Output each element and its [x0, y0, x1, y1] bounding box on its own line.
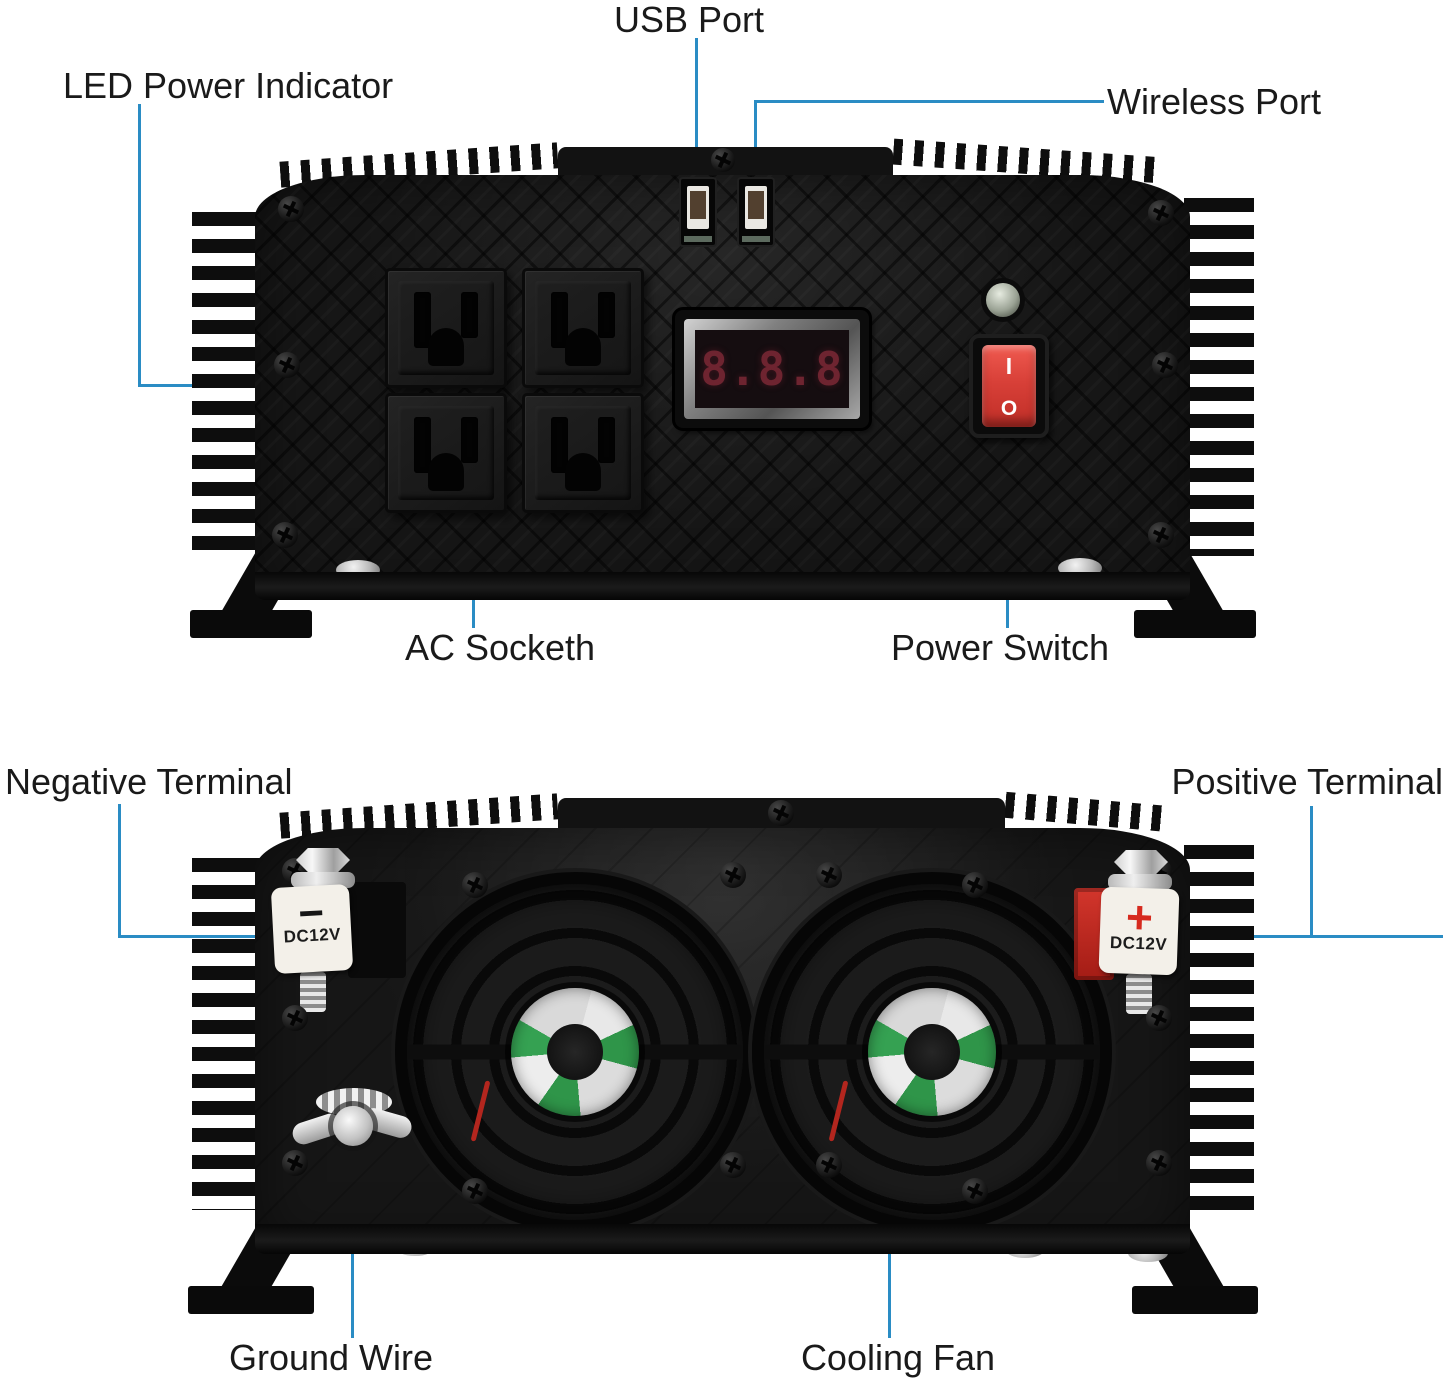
outlet-face — [398, 281, 494, 375]
outlet-face — [535, 281, 631, 375]
terminal-washer — [1108, 874, 1172, 890]
ac-outlet-1 — [385, 268, 507, 388]
seven-segment-digits: 8.8.8 — [700, 342, 844, 396]
wireless-port-callout-line-h — [756, 100, 1104, 103]
led-power-indicator — [986, 283, 1020, 317]
heatsink-fins-right — [1184, 198, 1254, 556]
power-switch: I O — [969, 334, 1049, 438]
switch-off-symbol: O — [1000, 397, 1018, 420]
ac-socket-label: AC Socketh — [404, 627, 596, 668]
usb-port-1 — [679, 177, 717, 247]
bottom-rail — [255, 1224, 1190, 1254]
usb-port-callout-line — [695, 38, 698, 200]
heatsink-fins-left — [192, 858, 262, 1210]
inverter-rear-view: − DC12V + DC12V — [0, 700, 1445, 1388]
positive-terminal-label: Positive Terminal — [1171, 761, 1443, 802]
inverter-front-view: 8.8.8 I O — [0, 0, 1445, 700]
heatsink-fins-right — [1184, 845, 1254, 1213]
cooling-fan-right — [752, 872, 1112, 1232]
terminal-stud — [1126, 974, 1152, 1014]
fan-hub-center — [547, 1024, 603, 1080]
mounting-foot-right — [1132, 1286, 1258, 1314]
phillips-screw-icon — [962, 1178, 988, 1204]
outlet-face — [535, 406, 631, 500]
phillips-screw-icon — [462, 872, 488, 898]
fan-hub — [511, 988, 639, 1116]
positive-polarity-mark: + — [1125, 890, 1154, 944]
led-indicator-callout-line-v — [138, 104, 141, 386]
terminal-washer — [291, 872, 355, 888]
phillips-screw-icon — [711, 148, 735, 172]
phillips-screw-icon — [1148, 200, 1174, 226]
phillips-screw-icon — [1152, 352, 1178, 378]
phillips-screw-icon — [962, 872, 988, 898]
power-switch-rocker: I O — [982, 345, 1036, 427]
mounting-foot-right — [1134, 610, 1256, 638]
phillips-screw-icon — [720, 862, 746, 888]
negative-terminal: − DC12V — [270, 884, 354, 974]
usb-contacts — [690, 191, 706, 219]
positive-terminal-callout-line-h — [1176, 935, 1443, 938]
ground-wire-label: Ground Wire — [228, 1337, 434, 1378]
fan-hub — [868, 988, 996, 1116]
heatsink-fins-left — [192, 212, 262, 563]
phillips-screw-icon — [1148, 522, 1174, 548]
voltage-display: 8.8.8 — [675, 310, 869, 428]
phillips-screw-icon — [1146, 1005, 1172, 1031]
terminal-nut — [296, 848, 350, 872]
usb-port-2 — [737, 177, 775, 247]
outlet-face — [398, 406, 494, 500]
phillips-screw-icon — [282, 1150, 308, 1176]
positive-voltage-text: DC12V — [1109, 932, 1168, 954]
fan-hub-center — [904, 1024, 960, 1080]
ground-wingnut — [333, 1106, 373, 1146]
power-switch-label: Power Switch — [890, 627, 1110, 668]
mounting-foot-left — [190, 610, 312, 638]
ac-outlet-3 — [385, 393, 507, 513]
led-power-indicator-label: LED Power Indicator — [63, 65, 394, 106]
cooling-fan-left — [395, 872, 755, 1232]
positive-terminal: + DC12V — [1098, 886, 1180, 976]
negative-terminal-backing — [348, 882, 406, 978]
wireless-port-label: Wireless Port — [1107, 81, 1322, 122]
bottom-rail — [255, 572, 1190, 600]
terminal-nut — [1114, 850, 1168, 874]
cooling-fan-label: Cooling Fan — [800, 1337, 996, 1378]
negative-polarity-mark: − — [297, 888, 326, 939]
heatsink-teeth-top-right — [1004, 791, 1171, 833]
phillips-screw-icon — [272, 522, 298, 548]
negative-voltage-text: DC12V — [283, 924, 342, 947]
negative-terminal-callout-line-v — [118, 804, 121, 938]
switch-on-symbol: I — [1005, 353, 1013, 379]
phillips-screw-icon — [720, 1152, 746, 1178]
phillips-screw-icon — [274, 352, 300, 378]
phillips-screw-icon — [278, 196, 304, 222]
ac-outlet-2 — [522, 268, 644, 388]
usb-port-label: USB Port — [614, 0, 765, 40]
mounting-foot-left — [188, 1286, 314, 1314]
phillips-screw-icon — [1146, 1150, 1172, 1176]
display-screen: 8.8.8 — [695, 330, 849, 408]
phillips-screw-icon — [816, 862, 842, 888]
phillips-screw-icon — [282, 1005, 308, 1031]
ac-outlet-4 — [522, 393, 644, 513]
negative-terminal-label: Negative Terminal — [5, 761, 293, 802]
phillips-screw-icon — [768, 800, 794, 826]
phillips-screw-icon — [462, 1178, 488, 1204]
usb-contacts — [748, 191, 764, 219]
phillips-screw-icon — [816, 1152, 842, 1178]
terminal-stud — [300, 972, 326, 1012]
positive-terminal-callout-line-v — [1310, 806, 1313, 938]
